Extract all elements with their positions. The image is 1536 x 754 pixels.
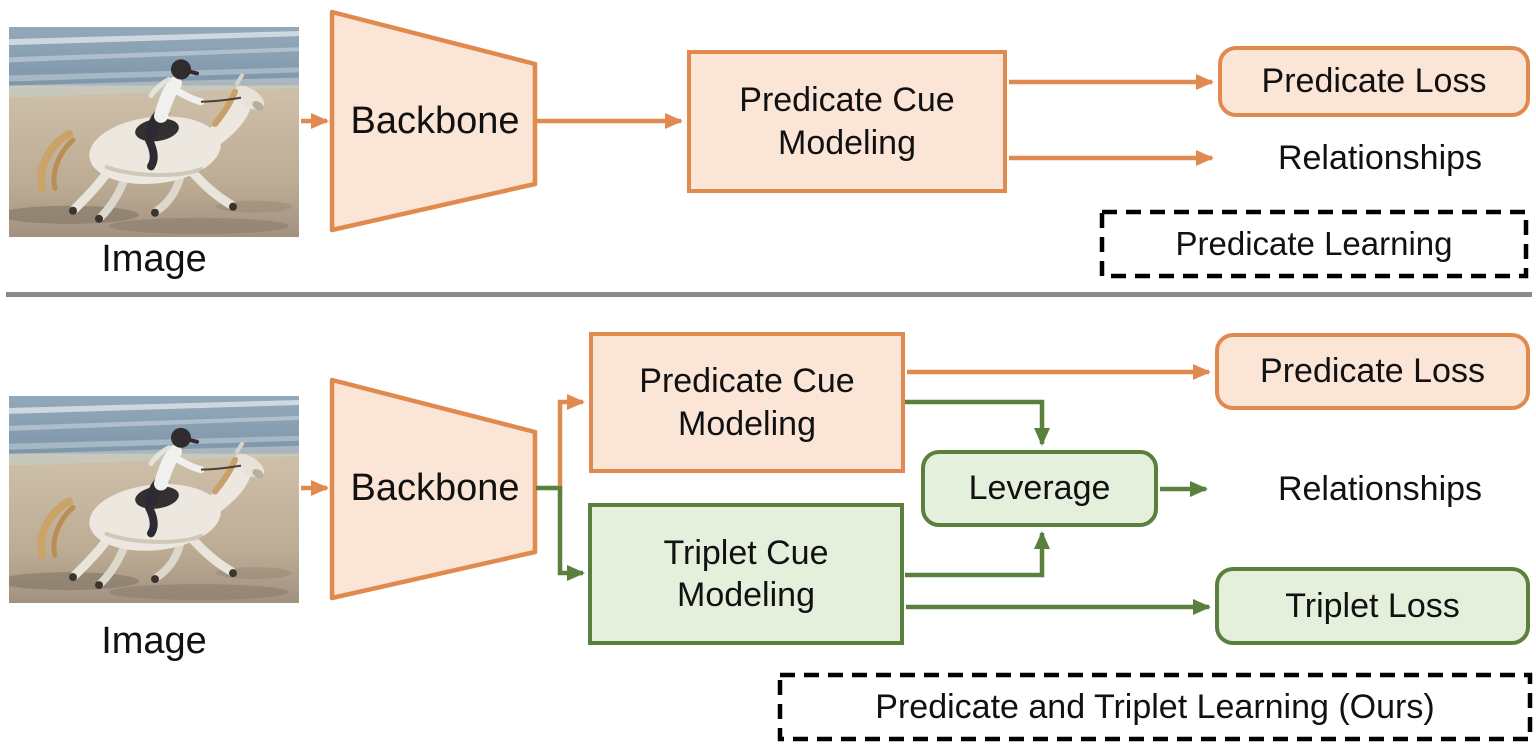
- triplet-loss-box: Triplet Loss: [1215, 567, 1530, 645]
- predicate-loss-box-bottom: Predicate Loss: [1215, 333, 1530, 410]
- caption-frame-top: [1099, 209, 1529, 279]
- caption-predicate-learning: Predicate Learning: [1175, 225, 1453, 262]
- input-photo-bottom: [0, 396, 309, 603]
- image-label-top: Image: [101, 237, 207, 280]
- leverage-box: Leverage: [921, 450, 1158, 527]
- caption-predicate-and-triplet-learning: Predicate and Triplet Learning (Ours): [875, 687, 1435, 726]
- relationships-label-bottom: Relationships: [1277, 469, 1483, 508]
- panel-divider: [6, 292, 1532, 297]
- backbone-trapezoid-top: [329, 9, 538, 233]
- caption-frame-bottom: [777, 672, 1533, 742]
- image-label-bottom: Image: [101, 619, 207, 662]
- backbone-label-top: Backbone: [350, 99, 520, 142]
- backbone-trapezoid-bottom: [329, 377, 538, 601]
- connector-split-to-pcm: [557, 394, 585, 490]
- predicate-loss-box-top: Predicate Loss: [1218, 46, 1530, 117]
- backbone-label-bottom: Backbone: [350, 466, 520, 509]
- predicate-cue-modeling-box-bottom: Predicate Cue Modeling: [589, 332, 905, 473]
- relationships-label-top: Relationships: [1277, 138, 1483, 177]
- connector-split-to-tcm: [557, 486, 585, 581]
- triplet-cue-modeling-box: Triplet Cue Modeling: [588, 503, 904, 645]
- predicate-cue-modeling-box-top: Predicate Cue Modeling: [687, 50, 1007, 193]
- connector-pcm-to-leverage: [905, 399, 1050, 446]
- input-photo-top: [0, 27, 309, 237]
- connector-tcm-to-leverage: [905, 531, 1050, 578]
